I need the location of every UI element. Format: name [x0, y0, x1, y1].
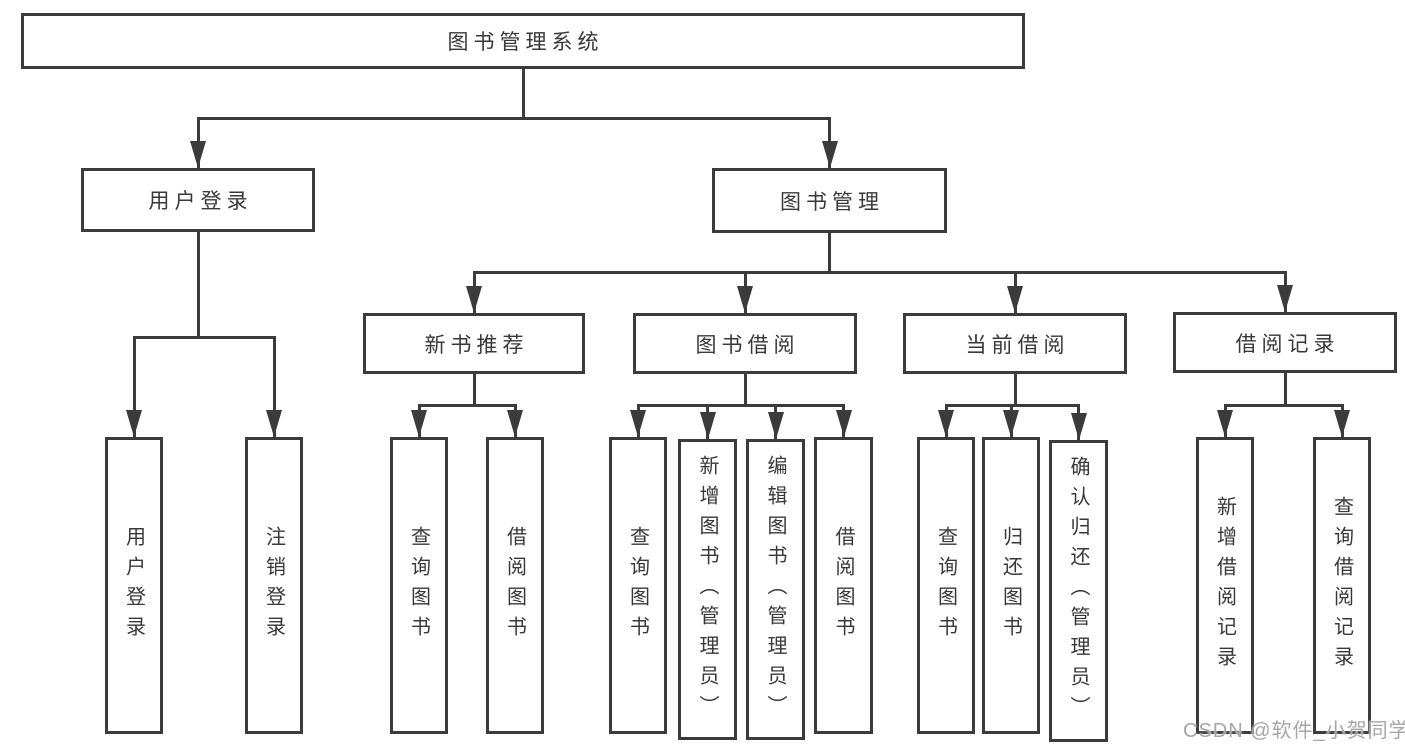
connector-arrow-down-icon	[630, 410, 646, 437]
node-leaf-user-login: 用户登录	[105, 437, 163, 734]
node-book-borrow: 图书借阅	[633, 313, 857, 374]
connector-line	[272, 336, 276, 437]
node-label: 查询图书	[626, 525, 649, 646]
node-label: 归还图书	[999, 525, 1022, 646]
connector-line	[132, 336, 136, 437]
node-label: 借阅图书	[503, 525, 526, 646]
connector-arrow-down-icon	[821, 141, 838, 168]
connector-arrow-down-icon	[411, 410, 427, 437]
connector-arrow-down-icon	[699, 412, 716, 439]
node-label: 确认归还（管理员）	[1067, 456, 1089, 726]
node-borrow-records: 借阅记录	[1173, 312, 1397, 373]
node-new-book-rec: 新书推荐	[363, 313, 585, 374]
node-leaf-borrow-book-2: 借阅图书	[814, 437, 873, 734]
node-leaf-query-book-1: 查询图书	[390, 437, 448, 734]
node-label: 图书管理系统	[447, 31, 604, 54]
node-label: 新增借阅记录	[1213, 495, 1236, 676]
connector-line	[196, 232, 200, 339]
node-root: 图书管理系统	[21, 13, 1025, 69]
node-label: 借阅记录	[1235, 332, 1340, 356]
node-label: 查询图书	[407, 525, 430, 646]
connector-line	[472, 271, 1287, 274]
connector-arrow-down-icon	[835, 410, 852, 437]
node-book-mgmt: 图书管理	[712, 168, 947, 233]
watermark: CSDN @软件_小贺同学	[1183, 720, 1405, 742]
connector-arrow-down-icon	[190, 141, 206, 168]
node-leaf-query-book-3: 查询图书	[917, 437, 975, 734]
connector-line	[132, 336, 276, 339]
connector-arrow-down-icon	[507, 410, 523, 437]
node-label: 新增图书（管理员）	[696, 454, 718, 725]
connector-line	[417, 404, 517, 407]
connector-arrow-down-icon	[1007, 286, 1023, 313]
connector-line	[196, 117, 831, 120]
connector-arrow-down-icon	[938, 410, 954, 437]
connector-line	[472, 374, 476, 407]
connector-arrow-down-icon	[1070, 413, 1087, 440]
node-label: 新书推荐	[424, 333, 529, 357]
connector-arrow-down-icon	[767, 412, 784, 439]
node-label: 查询图书	[934, 525, 957, 646]
node-leaf-borrow-book-1: 借阅图书	[486, 437, 544, 734]
connector-line	[828, 233, 831, 274]
connector-arrow-down-icon	[1217, 410, 1233, 437]
connector-line	[743, 374, 747, 407]
node-label: 借阅图书	[832, 525, 854, 646]
connector-line	[1223, 404, 1344, 407]
connector-line	[521, 69, 525, 120]
node-leaf-query-record: 查询借阅记录	[1313, 437, 1371, 734]
connector-arrow-down-icon	[1003, 410, 1019, 437]
node-label: 编辑图书（管理员）	[764, 454, 786, 725]
connector-arrow-down-icon	[466, 286, 482, 313]
node-leaf-return-book: 归还图书	[982, 437, 1040, 734]
node-leaf-query-book-2: 查询图书	[609, 437, 667, 734]
node-label: 注销登录	[262, 525, 285, 646]
node-leaf-add-record: 新增借阅记录	[1196, 437, 1254, 734]
node-label: 用户登录	[148, 190, 253, 213]
node-leaf-confirm-return: 确认归还（管理员）	[1049, 440, 1108, 742]
node-current-borrow: 当前借阅	[903, 313, 1127, 374]
connector-line	[1013, 374, 1017, 407]
connector-arrow-down-icon	[126, 410, 142, 437]
connector-line	[636, 404, 845, 407]
node-leaf-edit-book: 编辑图书（管理员）	[746, 439, 805, 740]
connector-arrow-down-icon	[1277, 285, 1293, 312]
node-label: 图书借阅	[695, 333, 800, 357]
connector-arrow-down-icon	[266, 410, 282, 437]
node-user-login: 用户登录	[81, 168, 315, 232]
connector-arrow-down-icon	[1334, 410, 1350, 437]
node-label: 图书管理	[780, 190, 884, 214]
connector-line	[1283, 373, 1287, 407]
node-label: 查询借阅记录	[1330, 495, 1353, 676]
node-label: 用户登录	[122, 525, 145, 646]
connector-arrow-down-icon	[737, 286, 753, 313]
node-leaf-logout: 注销登录	[245, 437, 303, 734]
node-label: 当前借阅	[965, 333, 1070, 357]
node-leaf-add-book: 新增图书（管理员）	[678, 439, 737, 740]
